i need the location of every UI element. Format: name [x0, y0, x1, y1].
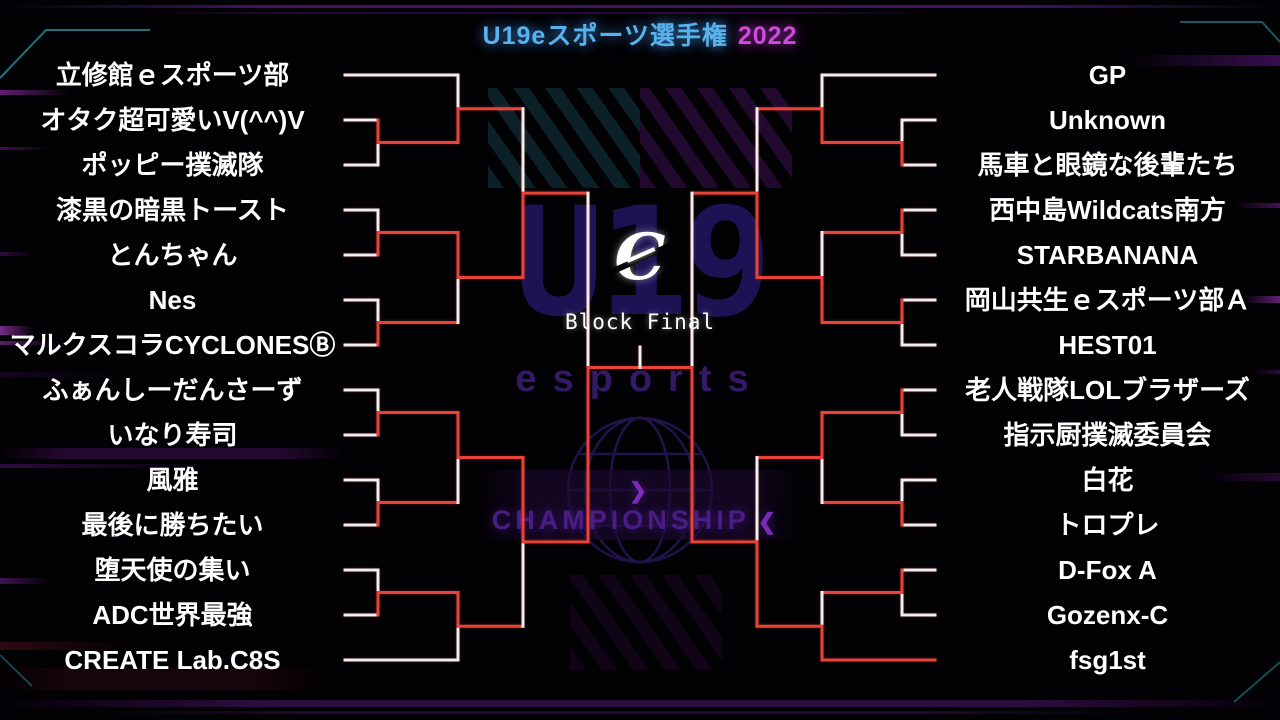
team-name: Gozenx-C	[1046, 600, 1169, 630]
team-name: 漆黒の暗黒トースト	[56, 195, 289, 225]
team-name: 岡山共生ｅスポーツ部Ａ	[964, 285, 1251, 315]
event-logo: C	[600, 220, 680, 300]
team-name: Nes	[148, 285, 197, 315]
team-name: 立修館ｅスポーツ部	[55, 60, 290, 90]
team-name: 最後に勝ちたい	[81, 510, 264, 540]
team-name: CREATE Lab.C8S	[64, 645, 281, 675]
team-name: GP	[1088, 60, 1127, 90]
team-name: ふぁんしーだんさーず	[42, 375, 303, 405]
team-name: 風雅	[146, 465, 199, 495]
team-name: トロプレ	[1055, 510, 1160, 540]
team-name: 白花	[1081, 465, 1134, 495]
team-name: 老人戦隊LOLブラザーズ	[965, 375, 1250, 405]
tournament-year: 2022	[737, 22, 798, 50]
team-name: オタク超可愛いV(^^)V	[40, 105, 305, 135]
team-name: ポッピー撲滅隊	[81, 150, 264, 180]
block-final-label: Block Final	[564, 310, 716, 334]
team-name: 馬車と眼鏡な後輩たち	[977, 150, 1238, 180]
team-name: 指示厨撲滅委員会	[1003, 420, 1212, 450]
team-name: 西中島Wildcats南方	[989, 195, 1226, 225]
tournament-title: U19eスポーツ選手権 2022	[0, 16, 1280, 52]
team-name: いなり寿司	[107, 420, 238, 450]
team-name: fsg1st	[1069, 645, 1146, 675]
team-name: STARBANANA	[1016, 240, 1199, 270]
tournament-title-text: U19eスポーツ選手権	[482, 22, 728, 50]
team-name: Unknown	[1049, 105, 1166, 135]
team-name: HEST01	[1058, 330, 1157, 360]
team-name: ADC世界最強	[92, 600, 253, 630]
team-name: 堕天使の集い	[94, 555, 251, 585]
team-name: D-Fox A	[1058, 555, 1157, 585]
team-name: とんちゃん	[107, 240, 238, 270]
team-name: マルクスコラCYCLONESⒷ	[9, 330, 336, 360]
